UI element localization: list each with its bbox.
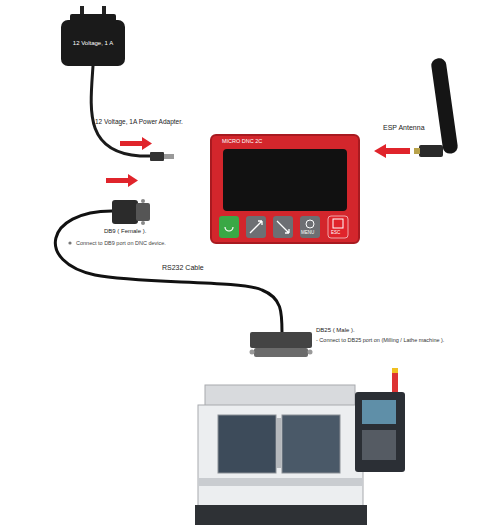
connector-label: DB25 ( Male ).: [316, 327, 355, 334]
db9-screw: [141, 199, 145, 203]
db9-face: [136, 203, 150, 221]
machine-base: [195, 505, 367, 525]
door-handle: [276, 418, 281, 468]
connector-note: - Connect to DB25 port on (Milling / Lat…: [316, 337, 444, 343]
connector-note: Connect to DB9 port on DNC device.: [76, 240, 166, 246]
bullet-dot: [68, 241, 71, 244]
power-plug-tip: [164, 154, 174, 159]
cable-label: RS232 Cable: [162, 264, 204, 272]
control-screen: [362, 400, 396, 424]
machine-body: [198, 405, 363, 507]
adapter-rating: 12 Voltage, 1 A: [61, 40, 125, 47]
machine-trim: [198, 478, 363, 486]
adapter-label: 12 Voltage, 1A Power Adapter.: [95, 118, 183, 125]
power-cable: [91, 66, 152, 156]
control-keys: [362, 430, 396, 460]
antenna-rod: [430, 57, 458, 154]
device-face: [212, 136, 358, 242]
power-plug: [150, 152, 164, 161]
antenna-label: ESP Antenna: [383, 124, 425, 132]
red-arrow: [120, 137, 152, 150]
dnc-device: MICRO DNC 2C: [210, 134, 360, 244]
control-panel: [355, 392, 405, 472]
red-arrow: [106, 174, 138, 187]
db9-screw: [141, 221, 145, 225]
device-title: MICRO DNC 2C: [222, 138, 262, 144]
machine-window: [282, 415, 340, 473]
power-adapter: 12 Voltage, 1 A: [61, 20, 125, 66]
machine-window: [218, 415, 276, 473]
db25-screw: [308, 350, 313, 355]
antenna-connector: [419, 145, 443, 157]
button-label: ESC: [331, 230, 340, 235]
button-label: MENU: [301, 230, 314, 235]
rs232-cable: [55, 211, 282, 333]
connector-label: DB9 ( Female ).: [104, 228, 146, 235]
light-tower: [392, 368, 398, 373]
db25-screw: [250, 350, 255, 355]
db9-body: [112, 200, 138, 224]
db25-face: [254, 348, 308, 357]
machine-top: [205, 385, 355, 407]
antenna-thread: [414, 148, 420, 154]
db25-body: [250, 332, 312, 348]
red-arrow: [374, 144, 410, 158]
light-tower: [392, 372, 398, 392]
